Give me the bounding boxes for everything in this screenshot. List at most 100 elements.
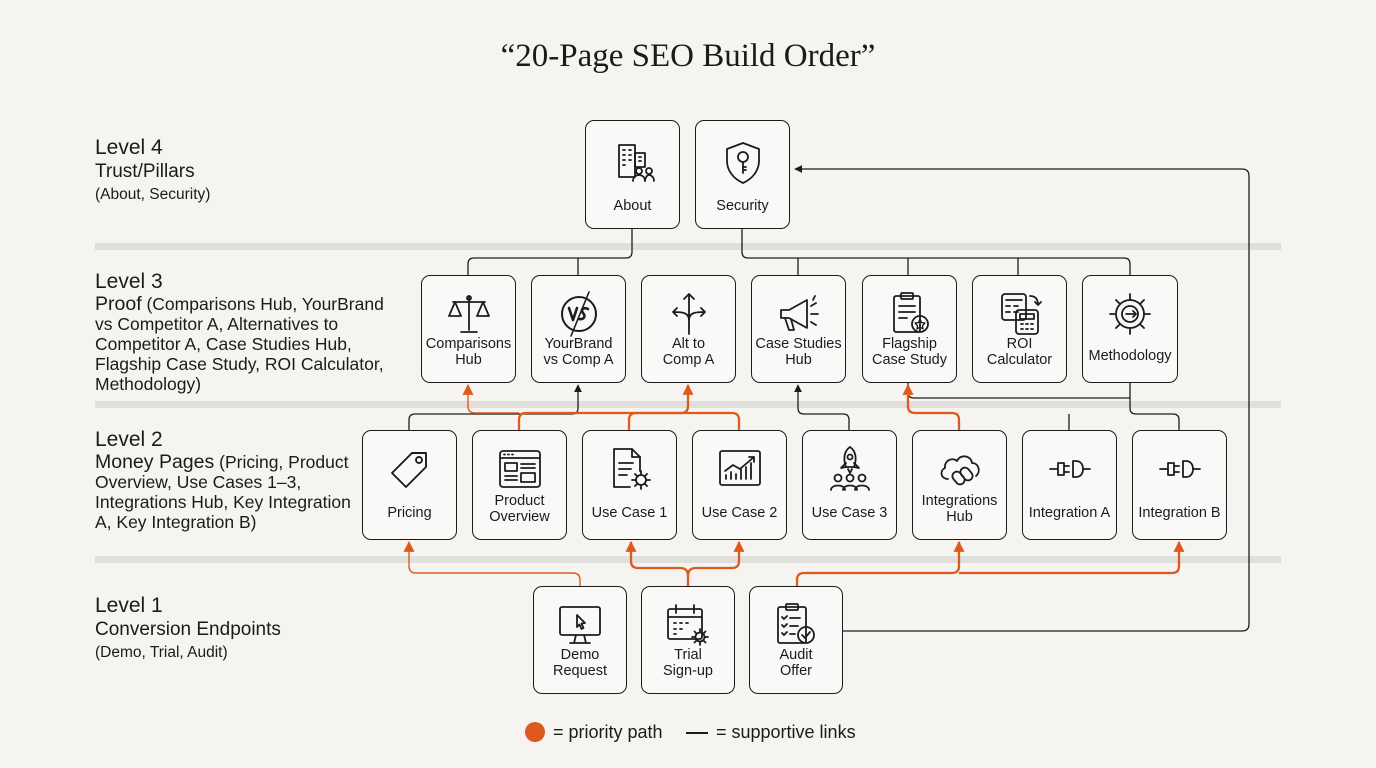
support-link <box>741 229 1131 275</box>
level1-name: Level 1 <box>95 594 163 617</box>
priority-link <box>959 540 1185 575</box>
node-about[interactable]: About <box>585 120 680 229</box>
node-label: Comparisons Hub <box>425 336 512 368</box>
node-audit-offer[interactable]: Audit Offer <box>749 586 843 694</box>
level2-desc: (Pricing, Product Overview, Use Cases 1–… <box>95 452 351 532</box>
monitor-cursor-icon <box>559 606 601 644</box>
support-link <box>467 229 633 275</box>
level1-desc: Conversion Endpoints <box>95 619 281 640</box>
support-link <box>408 384 582 430</box>
level2-lead: Money Pages <box>95 451 215 473</box>
node-label: Pricing <box>387 504 432 521</box>
level-divider <box>95 556 1281 563</box>
priority-link <box>902 383 961 430</box>
node-label: About <box>613 197 652 214</box>
node-demo-request[interactable]: Demo Request <box>533 586 627 694</box>
plug-icon <box>1048 460 1091 478</box>
versus-icon <box>560 291 597 337</box>
node-label: Alt to Comp A <box>662 336 715 368</box>
level4-desc: Trust/Pillars <box>95 161 195 182</box>
level3-name: Level 3 <box>95 270 163 293</box>
priority-link <box>462 383 519 414</box>
node-product-overview[interactable]: Product Overview <box>472 430 567 540</box>
legend-supportive-label: = supportive links <box>716 722 856 742</box>
support-link <box>907 383 1130 399</box>
node-pricing[interactable]: Pricing <box>362 430 457 540</box>
node-label: Use Case 3 <box>811 504 888 521</box>
node-label: ROI Calculator <box>986 336 1053 368</box>
node-flagship-case-study[interactable]: Flagship Case Study <box>862 275 957 383</box>
node-trial-sign-up[interactable]: Trial Sign-up <box>641 586 735 694</box>
node-integration-b[interactable]: Integration B <box>1132 430 1227 540</box>
node-security[interactable]: Security <box>695 120 790 229</box>
node-case-studies-hub[interactable]: Case Studies Hub <box>751 275 846 383</box>
clipboard-star-icon <box>892 292 929 333</box>
level-divider <box>95 243 1281 250</box>
level3-desc: (Comparisons Hub, YourBrand vs Competito… <box>95 294 384 394</box>
calculator-icon <box>1000 293 1042 335</box>
node-label: Methodology <box>1088 347 1172 364</box>
node-use-case-1[interactable]: Use Case 1 <box>582 430 677 540</box>
node-methodology[interactable]: Methodology <box>1082 275 1178 383</box>
support-link <box>1129 383 1180 430</box>
level2-label: Level 2 Money Pages (Pricing, Product Ov… <box>95 428 355 532</box>
level1-label: Level 1 Conversion Endpoints (Demo, Tria… <box>95 594 405 663</box>
node-comparisons-hub[interactable]: Comparisons Hub <box>421 275 516 383</box>
node-label: Demo Request <box>552 647 607 679</box>
building-people-icon <box>617 144 655 182</box>
split-arrows-icon <box>671 293 706 335</box>
node-label: Security <box>716 197 769 214</box>
node-label: Use Case 2 <box>701 504 778 521</box>
node-label: Integrations Hub <box>921 493 998 525</box>
support-link <box>794 165 1250 632</box>
node-integrations-hub[interactable]: Integrations Hub <box>912 430 1007 540</box>
scales-icon <box>447 295 490 333</box>
shield-key-icon <box>725 142 760 184</box>
priority-path-swatch <box>525 722 545 742</box>
plug-icon <box>1158 460 1201 478</box>
level4-name: Level 4 <box>95 136 163 159</box>
calendar-gear-icon <box>667 604 709 646</box>
node-alt-to-comp-a[interactable]: Alt to Comp A <box>641 275 736 383</box>
priority-link <box>403 540 581 586</box>
node-label: Trial Sign-up <box>663 647 713 679</box>
browser-layout-icon <box>498 450 541 488</box>
node-yourbrand-vs[interactable]: YourBrand vs Comp A <box>531 275 626 383</box>
level1-sub: (Demo, Trial, Audit) <box>95 644 228 661</box>
clipboard-check-icon <box>777 603 815 644</box>
node-label: Case Studies Hub <box>755 336 842 368</box>
support-link <box>794 384 850 430</box>
node-label: Use Case 1 <box>591 504 668 521</box>
node-label: YourBrand vs Comp A <box>543 336 614 368</box>
supportive-link-swatch <box>686 732 708 734</box>
diagram-title: “20-Page SEO Build Order” <box>500 38 876 74</box>
level2-name: Level 2 <box>95 428 163 451</box>
rocket-team-icon <box>829 446 870 491</box>
level4-label: Level 4 Trust/Pillars (About, Security) <box>95 136 405 205</box>
level4-sub: (About, Security) <box>95 186 211 203</box>
gear-cycle-icon <box>1109 293 1151 335</box>
price-tag-icon <box>390 452 427 488</box>
node-label: Integration A <box>1028 504 1111 521</box>
node-label: Audit Offer <box>779 647 813 679</box>
priority-link <box>627 411 688 430</box>
node-label: Flagship Case Study <box>872 336 947 368</box>
legend-priority-label: = priority path <box>553 722 663 742</box>
priority-link <box>795 540 965 586</box>
node-use-case-3[interactable]: Use Case 3 <box>802 430 897 540</box>
priority-link <box>517 383 694 430</box>
priority-link <box>688 411 741 430</box>
node-roi-calculator[interactable]: ROI Calculator <box>972 275 1067 383</box>
chart-up-icon <box>718 450 761 486</box>
priority-link <box>686 540 745 577</box>
node-label: Integration B <box>1138 504 1221 521</box>
megaphone-icon <box>779 295 819 331</box>
document-gear-icon <box>612 448 651 490</box>
node-use-case-2[interactable]: Use Case 2 <box>692 430 787 540</box>
node-label: Product Overview <box>489 493 550 525</box>
cloud-link-icon <box>940 455 980 486</box>
node-integration-a[interactable]: Integration A <box>1022 430 1117 540</box>
level3-lead: Proof <box>95 293 142 315</box>
priority-link <box>625 540 690 586</box>
